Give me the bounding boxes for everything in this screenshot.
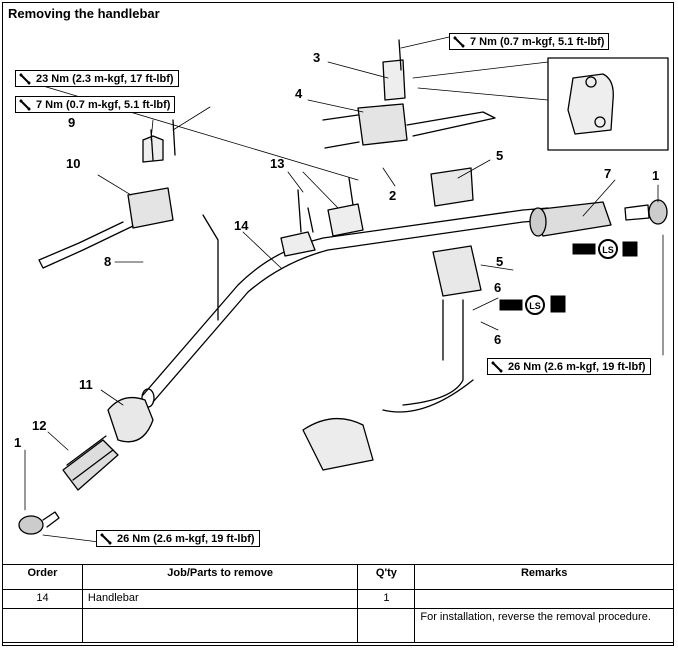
cell-remarks xyxy=(414,589,674,609)
clutch-holder xyxy=(127,187,174,229)
cell-remarks: For installation, reverse the removal pr… xyxy=(414,608,674,643)
callout-1b: 1 xyxy=(14,435,22,450)
torque-label-5: 26 Nm (2.6 m-kgf, 19 ft-lbf) xyxy=(96,530,260,547)
page-title: Removing the handlebar xyxy=(8,6,160,21)
callout-5a: 5 xyxy=(496,148,504,163)
header-job: Job/Parts to remove xyxy=(81,564,359,590)
torque-label-2: 23 Nm (2.3 m-kgf, 17 ft-lbf) xyxy=(15,70,179,87)
wrench-icon xyxy=(453,36,465,48)
upper-holders xyxy=(280,231,316,257)
wrench-icon xyxy=(491,361,503,373)
brake-master-cylinder xyxy=(357,103,408,146)
ls-marker-lower xyxy=(499,295,566,313)
right-switch xyxy=(432,245,482,297)
left-switch xyxy=(107,396,154,443)
callout-8: 8 xyxy=(104,254,112,269)
wrench-icon xyxy=(100,533,112,545)
wrench-icon xyxy=(19,73,31,85)
callout-12: 12 xyxy=(32,418,47,433)
ls-text-lower: LS xyxy=(529,301,541,311)
torque-label-4: 26 Nm (2.6 m-kgf, 19 ft-lbf) xyxy=(487,358,651,375)
header-qty: Q'ty xyxy=(357,564,416,590)
torque-text-2: 23 Nm (2.3 m-kgf, 17 ft-lbf) xyxy=(36,73,174,85)
ls-badge-lower xyxy=(525,295,545,315)
callout-6b: 6 xyxy=(494,332,502,347)
table-row: For installation, reverse the removal pr… xyxy=(2,608,674,643)
callout-11: 11 xyxy=(79,377,93,392)
wrench-icon xyxy=(19,99,31,111)
parts-table: Order Job/Parts to remove Q'ty Remarks 1… xyxy=(2,564,674,643)
right-bar-end xyxy=(648,199,668,225)
callout-4: 4 xyxy=(295,86,303,101)
table-header-row: Order Job/Parts to remove Q'ty Remarks xyxy=(2,564,674,590)
handlebar-exploded-diagram: LS LS xyxy=(18,34,669,543)
callout-6a: 6 xyxy=(494,280,502,295)
torque-text-3: 7 Nm (0.7 m-kgf, 5.1 ft-lbf) xyxy=(36,99,171,111)
ls-badge-upper xyxy=(598,239,618,259)
callout-5b: 5 xyxy=(496,254,504,269)
ls-marker-upper xyxy=(572,241,638,257)
torque-label-3: 7 Nm (0.7 m-kgf, 5.1 ft-lbf) xyxy=(15,96,176,113)
ls-text-upper: LS xyxy=(602,245,614,255)
header-order: Order xyxy=(2,564,83,590)
callout-14: 14 xyxy=(234,218,249,233)
callout-2: 2 xyxy=(389,188,397,203)
table-row: 14 Handlebar 1 xyxy=(2,589,674,609)
callout-1a: 1 xyxy=(652,168,660,183)
callout-7: 7 xyxy=(604,166,612,181)
cell-order xyxy=(2,608,83,643)
header-remarks: Remarks xyxy=(414,564,674,590)
handlebar-tube xyxy=(142,207,549,396)
callout-3: 3 xyxy=(313,50,321,65)
cell-job xyxy=(81,608,359,643)
torque-text-5: 26 Nm (2.6 m-kgf, 19 ft-lbf) xyxy=(117,533,255,545)
torque-text-1: 7 Nm (0.7 m-kgf, 5.1 ft-lbf) xyxy=(470,36,605,48)
cell-qty: 1 xyxy=(357,589,416,609)
cell-qty xyxy=(357,608,416,643)
cell-order: 14 xyxy=(2,589,83,609)
callout-10: 10 xyxy=(66,156,81,171)
callout-9: 9 xyxy=(68,115,76,130)
left-bar-end xyxy=(18,515,44,535)
lower-holder xyxy=(302,417,374,471)
torque-text-4: 26 Nm (2.6 m-kgf, 19 ft-lbf) xyxy=(508,361,646,373)
torque-label-1: 7 Nm (0.7 m-kgf, 5.1 ft-lbf) xyxy=(449,33,610,50)
cell-job: Handlebar xyxy=(81,589,359,609)
callout-13: 13 xyxy=(270,156,285,171)
